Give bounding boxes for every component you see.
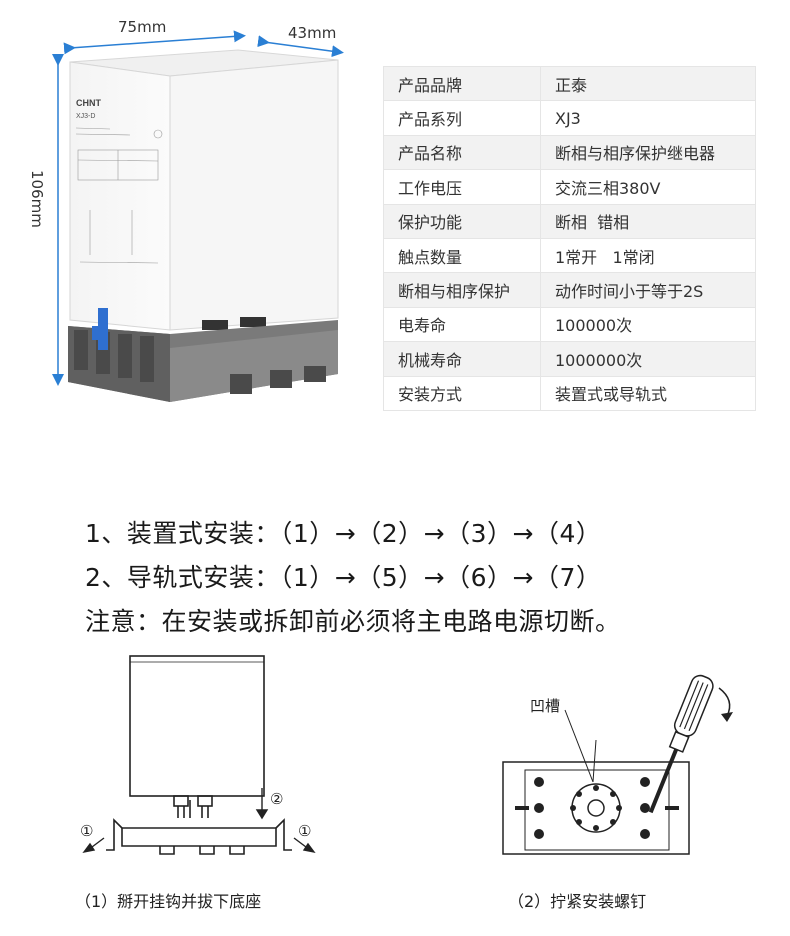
model-mark: XJ3-D — [76, 113, 95, 120]
table-row: 工作电压交流三相380V — [383, 169, 756, 205]
blue-clip — [98, 308, 108, 350]
spec-key: 电寿命 — [383, 306, 541, 343]
spec-value: 动作时间小于等于2S — [540, 272, 756, 308]
spec-key: 保护功能 — [383, 203, 541, 239]
safety-note: 注意：在安装或拆卸前必须将主电路电源切断。 — [85, 607, 621, 636]
spec-key: 触点数量 — [383, 237, 541, 274]
spec-value: 断相与相序保护继电器 — [540, 134, 756, 171]
spec-value: 100000次 — [540, 306, 756, 343]
spec-value: 交流三相380V — [540, 169, 756, 205]
spec-value: 1000000次 — [540, 341, 756, 377]
width-arrow — [63, 30, 246, 55]
spec-value: 正泰 — [540, 65, 756, 102]
spec-key: 工作电压 — [383, 169, 541, 205]
diagram2-caption: （2）拧紧安装螺钉 — [508, 892, 647, 911]
groove-label: 凹槽 — [530, 697, 561, 715]
tighten-screw-diagram — [502, 674, 733, 855]
step-marker-1-right: ① — [298, 822, 311, 840]
install-method-2: 2、导轨式安装：（1）→（5）→（6）→（7） — [85, 563, 602, 592]
step-marker-1-left: ① — [80, 822, 93, 840]
spec-value: 断相 错相 — [540, 203, 756, 239]
diagram1-caption: （1）掰开挂钩并拔下底座 — [75, 892, 262, 911]
table-row: 产品名称断相与相序保护继电器 — [383, 134, 756, 171]
spec-value: XJ3 — [540, 100, 756, 136]
detach-base-diagram: ② ① ① — [80, 655, 316, 855]
spec-key: 断相与相序保护 — [383, 272, 541, 308]
spec-key: 产品名称 — [383, 134, 541, 171]
depth-arrow — [257, 35, 344, 58]
spec-value: 装置式或导轨式 — [540, 375, 756, 411]
spec-value: 1常开 1常闭 — [540, 237, 756, 274]
step-marker-2: ② — [270, 790, 283, 808]
spec-key: 安装方式 — [383, 375, 541, 411]
relay-product-photo: CHNT XJ3-D — [52, 30, 344, 402]
install-method-1: 1、装置式安装：（1）→（2）→（3）→（4） — [85, 519, 602, 548]
spec-key: 产品系列 — [383, 100, 541, 136]
spec-key: 产品品牌 — [383, 65, 541, 102]
spec-key: 机械寿命 — [383, 341, 541, 377]
table-row: 保护功能断相 错相 — [383, 203, 756, 239]
table-row: 安装方式装置式或导轨式 — [383, 375, 756, 411]
table-row: 产品品牌正泰 — [383, 65, 756, 102]
table-row: 断相与相序保护动作时间小于等于2S — [383, 272, 756, 308]
brand-mark: CHNT — [76, 98, 101, 108]
